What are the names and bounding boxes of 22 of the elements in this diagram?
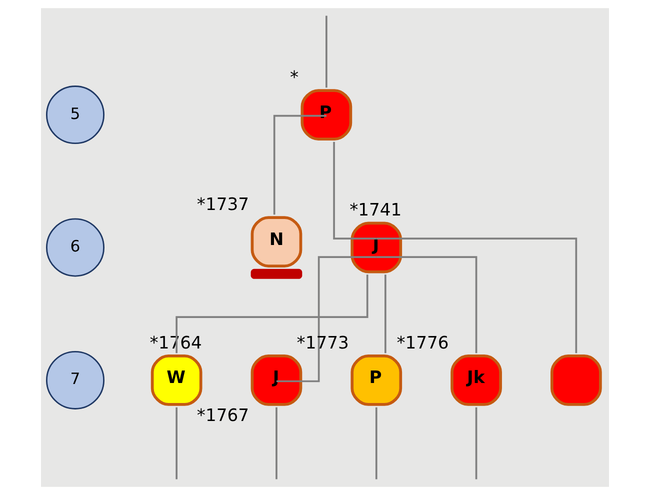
node-label: *	[290, 68, 299, 88]
connector	[176, 274, 368, 354]
connector	[273, 114, 326, 215]
node-label: *1741	[350, 200, 402, 221]
node-circle: 7	[46, 350, 104, 410]
connector	[375, 407, 378, 480]
connector	[376, 238, 578, 354]
connector	[176, 407, 178, 480]
connector	[376, 256, 478, 354]
connector	[276, 256, 376, 382]
node-circle: 5	[46, 86, 104, 144]
node-circle: 6	[46, 218, 104, 277]
connector	[475, 407, 478, 480]
connector	[276, 407, 278, 480]
node-label: *1737	[196, 194, 250, 215]
connector	[333, 142, 376, 240]
node-label: *1767	[196, 406, 250, 426]
connector	[326, 16, 328, 88]
connector	[384, 274, 386, 354]
node-label: *1776	[396, 333, 449, 354]
node-label: *1773	[296, 333, 349, 354]
node-label: *1764	[150, 333, 202, 354]
